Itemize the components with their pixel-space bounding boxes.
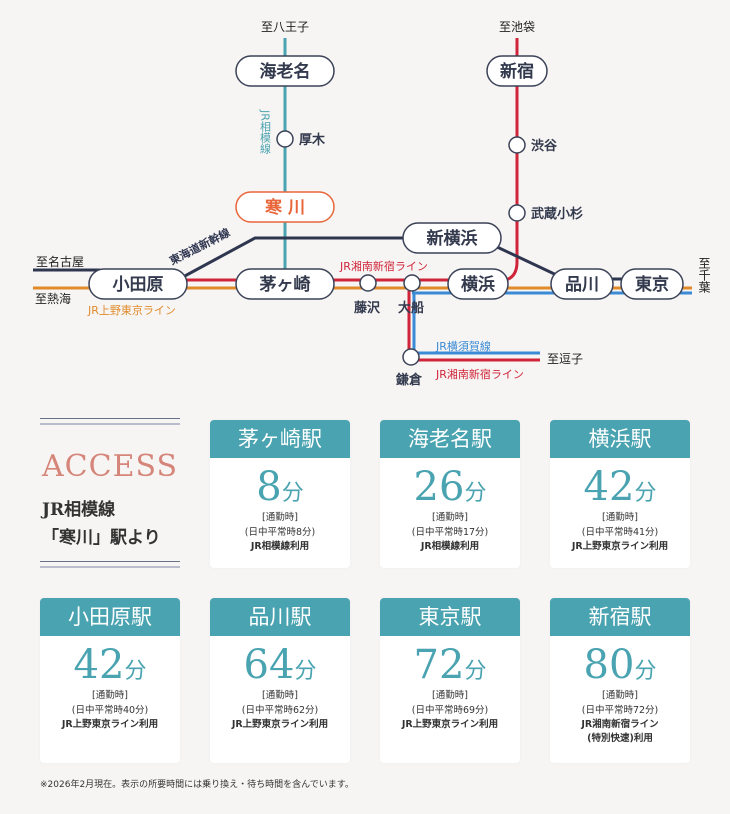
card-route: JR相模線利用 bbox=[420, 541, 480, 552]
card-label: [通勤時] bbox=[432, 512, 468, 523]
access-sub1: JR相模線 bbox=[42, 500, 116, 520]
station-ebina: 海老名 bbox=[260, 61, 311, 82]
card-label: [通勤時] bbox=[602, 690, 638, 701]
card-station: 小田原駅 bbox=[40, 598, 180, 636]
to-zushi-label: 至逗子 bbox=[547, 352, 583, 366]
station-yokohama: 横浜 bbox=[461, 274, 495, 295]
divider bbox=[40, 561, 180, 568]
card-unit: 分 bbox=[464, 659, 487, 684]
card-unit: 分 bbox=[464, 481, 487, 506]
station-ofuna: 大船 bbox=[398, 300, 424, 316]
station-shibuya: 渋谷 bbox=[531, 138, 558, 154]
card-label: [通勤時] bbox=[432, 690, 468, 701]
route-map: 至八王子 至池袋 至名古屋 至熱海 至逗子 至千葉 海老名 寒 川 茅ヶ崎 小田… bbox=[33, 20, 711, 388]
station-shinyokohama: 新横浜 bbox=[427, 228, 478, 249]
station-tokyo: 東京 bbox=[635, 274, 669, 295]
card-route: JR湘南新宿ライン bbox=[581, 719, 659, 730]
card-station: 茅ヶ崎駅 bbox=[210, 420, 350, 458]
card-daytime: (日中平常時72分) bbox=[581, 705, 659, 716]
card-time: 42分 bbox=[40, 642, 180, 688]
station-chigasaki: 茅ヶ崎 bbox=[260, 274, 311, 295]
card-time: 8分 bbox=[210, 464, 350, 510]
card-daytime: (日中平常時17分) bbox=[411, 527, 489, 538]
card-unit: 分 bbox=[634, 481, 657, 506]
card-time: 72分 bbox=[380, 642, 520, 688]
station-shinagawa: 品川 bbox=[565, 275, 599, 295]
shonan-shinjuku-label: JR湘南新宿ライン bbox=[339, 259, 428, 273]
station-odawara: 小田原 bbox=[113, 275, 164, 295]
to-hachioji-label: 至八王子 bbox=[261, 20, 309, 34]
station-atsugi: 厚木 bbox=[299, 132, 326, 148]
card-daytime: (日中平常時8分) bbox=[244, 527, 316, 538]
access-card: 茅ヶ崎駅 8分 [通勤時] (日中平常時8分) JR相模線利用 bbox=[210, 420, 350, 568]
card-minutes: 72 bbox=[413, 642, 465, 688]
card-minutes: 26 bbox=[413, 464, 465, 510]
card-time: 80分 bbox=[550, 642, 690, 688]
card-minutes: 80 bbox=[583, 642, 635, 688]
divider bbox=[40, 418, 180, 425]
card-time: 42分 bbox=[550, 464, 690, 510]
to-ikebukuro-label: 至池袋 bbox=[499, 20, 535, 34]
access-card: 横浜駅 42分 [通勤時] (日中平常時41分) JR上野東京ライン利用 bbox=[550, 420, 690, 568]
station-shinjuku: 新宿 bbox=[500, 61, 534, 82]
card-station: 東京駅 bbox=[380, 598, 520, 636]
to-chiba-label: 至千葉 bbox=[697, 257, 711, 293]
card-unit: 分 bbox=[634, 659, 657, 684]
card-route: JR上野東京ライン利用 bbox=[231, 719, 329, 730]
card-label: [通勤時] bbox=[92, 690, 128, 701]
station-fujisawa: 藤沢 bbox=[354, 300, 381, 316]
card-time: 64分 bbox=[210, 642, 350, 688]
access-card: 小田原駅 42分 [通勤時] (日中平常時40分) JR上野東京ライン利用 bbox=[40, 598, 180, 763]
card-unit: 分 bbox=[281, 481, 304, 506]
to-nagoya-label: 至名古屋 bbox=[36, 254, 84, 269]
access-title: ACCESS bbox=[42, 449, 179, 484]
card-route: JR上野東京ライン利用 bbox=[401, 719, 499, 730]
card-daytime: (日中平常時69分) bbox=[411, 705, 489, 716]
card-minutes: 42 bbox=[73, 642, 125, 688]
shinkansen-label: 東海道新幹線 bbox=[167, 225, 232, 267]
card-station: 新宿駅 bbox=[550, 598, 690, 636]
access-card: 品川駅 64分 [通勤時] (日中平常時62分) JR上野東京ライン利用 bbox=[210, 598, 350, 763]
card-station: 海老名駅 bbox=[380, 420, 520, 458]
card-minutes: 8 bbox=[256, 464, 282, 510]
card-route: JR相模線利用 bbox=[250, 541, 310, 552]
card-unit: 分 bbox=[294, 659, 317, 684]
card-time: 26分 bbox=[380, 464, 520, 510]
card-daytime: (日中平常時40分) bbox=[71, 705, 149, 716]
to-atami-label: 至熱海 bbox=[35, 291, 71, 306]
card-station: 横浜駅 bbox=[550, 420, 690, 458]
card-label: [通勤時] bbox=[602, 512, 638, 523]
card-route2: (特別快速)利用 bbox=[587, 733, 653, 744]
card-daytime: (日中平常時41分) bbox=[581, 527, 659, 538]
footnote: ※2026年2月現在。表示の所要時間には乗り換え・待ち時間を含んでいます。 bbox=[40, 780, 354, 790]
access-heading: ACCESS JR相模線 「寒川」駅より bbox=[40, 418, 180, 568]
ueno-tokyo-label: JR上野東京ライン bbox=[87, 303, 176, 317]
access-card: 東京駅 72分 [通勤時] (日中平常時69分) JR上野東京ライン利用 bbox=[380, 598, 520, 763]
station-musashikosugi: 武蔵小杉 bbox=[531, 206, 583, 222]
shonan-shinjuku-label-south: JR湘南新宿ライン bbox=[435, 367, 524, 381]
station-samukawa: 寒 川 bbox=[265, 197, 305, 218]
card-minutes: 42 bbox=[583, 464, 635, 510]
card-route: JR上野東京ライン利用 bbox=[571, 541, 669, 552]
station-kamakura: 鎌倉 bbox=[395, 372, 423, 388]
card-label: [通勤時] bbox=[262, 512, 298, 523]
access-card: 新宿駅 80分 [通勤時] (日中平常時72分) JR湘南新宿ライン (特別快速)… bbox=[550, 598, 690, 763]
card-unit: 分 bbox=[124, 659, 147, 684]
yokosuka-label: JR横須賀線 bbox=[435, 339, 491, 353]
sagami-line-label: JR相模線 bbox=[259, 109, 272, 154]
card-route: JR上野東京ライン利用 bbox=[61, 719, 159, 730]
card-daytime: (日中平常時62分) bbox=[241, 705, 319, 716]
card-station: 品川駅 bbox=[210, 598, 350, 636]
access-sub2: 「寒川」駅より bbox=[42, 528, 161, 548]
card-label: [通勤時] bbox=[262, 690, 298, 701]
access-card: 海老名駅 26分 [通勤時] (日中平常時17分) JR相模線利用 bbox=[380, 420, 520, 568]
card-minutes: 64 bbox=[243, 642, 295, 688]
